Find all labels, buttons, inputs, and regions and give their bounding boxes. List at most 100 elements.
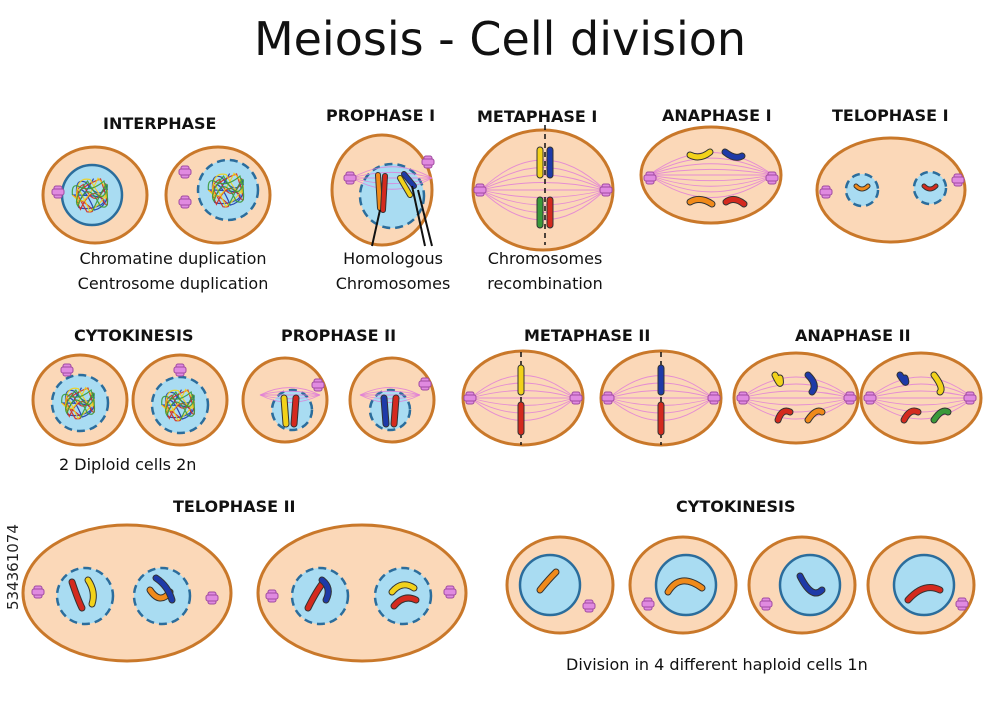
nucleus [518, 553, 582, 617]
centrosome-icon [569, 391, 583, 405]
nucleus [368, 388, 412, 432]
centrosome-icon [421, 155, 435, 169]
nucleus [60, 163, 124, 227]
centrosome-icon [951, 173, 965, 187]
spindle-fibers [648, 152, 774, 198]
chromosome [391, 395, 399, 427]
nucleus [50, 373, 110, 433]
chromosome [722, 149, 745, 160]
label-telophase-2: TELOPHASE II [173, 497, 296, 516]
chromatin [61, 388, 96, 418]
chromosome [723, 196, 747, 207]
nucleus [654, 553, 718, 617]
chromosome [775, 408, 793, 423]
chromosome [376, 173, 382, 210]
caption-prophase-1-line1: Homologous [343, 249, 443, 268]
spindle-fibers [351, 166, 433, 190]
pointer-line [371, 185, 433, 247]
chromosome [905, 585, 943, 603]
centrosome-icon [819, 185, 833, 199]
chromosome [805, 372, 817, 395]
chromosome [291, 395, 299, 427]
chromosome [687, 149, 713, 160]
centrosome-icon [51, 185, 65, 199]
spindle-fibers [259, 387, 321, 403]
chromosome [897, 372, 909, 385]
caption-interphase: Chromatine duplication Centrosome duplic… [58, 246, 288, 296]
chromosome [381, 395, 389, 427]
centrosome-icon [311, 378, 325, 392]
centrosome-icon [843, 391, 857, 405]
caption-metaphase-1-line1: Chromosomes [487, 249, 603, 268]
centrosome-icon [343, 171, 357, 185]
chromosome [687, 196, 715, 207]
centrosome-icon [178, 195, 192, 209]
chromosome [153, 575, 175, 603]
chromosome [281, 395, 289, 427]
centrosome-icon [641, 597, 655, 611]
spindle-fibers [740, 376, 852, 420]
centrosome-icon [205, 591, 219, 605]
chromosome [797, 573, 825, 596]
centrosome-icon [707, 391, 721, 405]
nucleus [150, 375, 210, 435]
caption-metaphase-1: Chromosomes recombination [470, 246, 620, 296]
chromosome [537, 569, 559, 593]
label-metaphase-2: METAPHASE II [524, 326, 651, 345]
label-prophase-1: PROPHASE I [326, 106, 436, 125]
chromosome [398, 176, 412, 197]
chromosome [402, 172, 416, 188]
cell [815, 136, 967, 244]
caption-interphase-line2: Centrosome duplication [77, 274, 269, 293]
centrosome-icon [863, 391, 877, 405]
chromatin [71, 179, 109, 212]
chromosome [381, 174, 387, 212]
centrosome-icon [759, 597, 773, 611]
caption-cytokinesis-1: 2 Diploid cells 2n [59, 455, 197, 474]
centrosome-icon [643, 171, 657, 185]
nucleus [196, 158, 260, 222]
chromatin [161, 390, 196, 420]
chromosome [85, 577, 96, 607]
label-telophase-1: TELOPHASE I [832, 106, 949, 125]
centrosome-icon [955, 597, 969, 611]
chromosome [69, 579, 85, 611]
centrosome-icon [736, 391, 750, 405]
caption-prophase-1-line2: Chromosomes [335, 274, 451, 293]
label-anaphase-1: ANAPHASE I [662, 106, 772, 125]
page-title: Meiosis - Cell division [253, 12, 747, 66]
centrosome-icon [963, 391, 977, 405]
centrosome-icon [765, 171, 779, 185]
chromosome [305, 581, 325, 611]
chromosome [901, 408, 921, 423]
cell [256, 523, 468, 663]
chromosome [922, 184, 938, 191]
centrosome-icon [265, 589, 279, 603]
chromatin [207, 174, 245, 207]
label-metaphase-1: METAPHASE I [477, 107, 598, 126]
centrosome-icon [178, 165, 192, 179]
chromosome [805, 408, 825, 423]
centrosome-icon [418, 377, 432, 391]
caption-metaphase-1-line2: recombination [487, 274, 603, 293]
centrosome-icon [31, 585, 45, 599]
label-interphase: INTERPHASE [103, 114, 217, 133]
nucleus [290, 566, 350, 626]
caption-interphase-line1: Chromatine duplication [79, 249, 267, 268]
label-anaphase-2: ANAPHASE II [795, 326, 911, 345]
caption-cytokinesis-2: Division in 4 different haploid cells 1n [566, 655, 868, 674]
caption-prophase-1: Homologous Chromosomes [318, 246, 468, 296]
centrosome-icon [60, 363, 74, 377]
centrosome-icon [173, 363, 187, 377]
centrosome-icon [582, 599, 596, 613]
centrosome-icon [443, 585, 457, 599]
centrosome-icon [599, 183, 613, 197]
chromosome [772, 372, 783, 386]
label-prophase-2: PROPHASE II [281, 326, 397, 345]
chromosome [665, 578, 705, 595]
centrosome-icon [463, 391, 477, 405]
nucleus [778, 553, 842, 617]
chromosome [854, 184, 870, 191]
chromosome [931, 372, 944, 395]
watermark-id: 534361074 [4, 524, 22, 610]
